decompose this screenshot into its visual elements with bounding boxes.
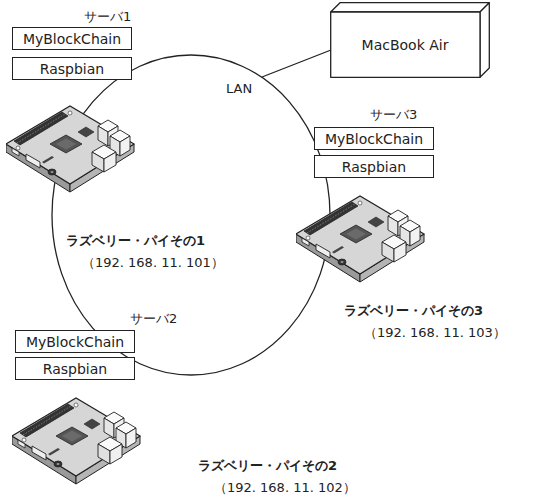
raspberry-pi-board: [296, 196, 424, 282]
server-label: サーバ2: [128, 310, 179, 327]
box-label: MacBook Air: [362, 36, 449, 54]
server-label: サーバ3: [368, 106, 419, 123]
device-label: ラズベリー・パイその3: [342, 302, 485, 319]
raspberry-pi-board: [12, 398, 140, 484]
lan-wire: [262, 50, 331, 77]
box-label: Raspbian: [43, 360, 107, 378]
software-box: MyBlockChain: [12, 27, 132, 50]
ip-address: （192. 168. 11. 103）: [362, 324, 508, 341]
box-label: Raspbian: [40, 60, 104, 78]
lan-ring: [52, 55, 330, 375]
ip-address: （192. 168. 11. 102）: [212, 479, 358, 496]
software-box: MyBlockChain: [314, 127, 434, 150]
device-label: ラズベリー・パイその2: [196, 457, 339, 474]
computer-box: MacBook Air: [330, 2, 490, 78]
network-label: LAN: [224, 80, 254, 97]
server-label: サーバ1: [82, 8, 133, 25]
box-label: MyBlockChain: [23, 30, 121, 48]
software-box: Raspbian: [12, 57, 132, 80]
software-box: Raspbian: [314, 155, 434, 178]
box-label: MyBlockChain: [26, 333, 124, 351]
software-box: MyBlockChain: [15, 330, 135, 353]
software-box: Raspbian: [15, 357, 135, 380]
raspberry-pi-board: [6, 106, 134, 192]
box-label: MyBlockChain: [325, 130, 423, 148]
device-label: ラズベリー・パイその1: [64, 232, 207, 249]
box-label: Raspbian: [342, 158, 406, 176]
computer-face: MacBook Air: [330, 12, 480, 78]
ip-address: （192. 168. 11. 101）: [80, 254, 226, 271]
